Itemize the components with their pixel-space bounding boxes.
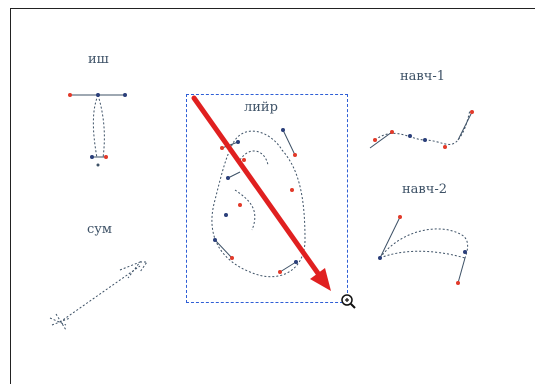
shape-ish[interactable] [68,93,127,167]
navch-1-handle [457,111,473,141]
liir-anchor[interactable] [213,238,217,242]
liir-anchor[interactable] [293,153,297,157]
liir-outline [211,130,306,278]
liir-anchor[interactable] [242,158,246,162]
liir-inner-curve [239,150,269,166]
liir-handle [227,171,241,179]
liir-anchor[interactable] [238,203,242,207]
navch-2-handle [379,216,401,259]
label-sum: сум [87,222,113,237]
shape-navch-2[interactable] [378,215,469,285]
sum-shaft [59,265,141,323]
sum-arrowhead-2 [119,260,142,279]
liir-anchor[interactable] [226,176,230,180]
navch-1-anchor[interactable] [390,130,394,134]
navch-2-anchor[interactable] [398,215,402,219]
red-arrow-annotation [191,95,331,291]
red-arrow-head [310,268,331,291]
ish-anchor[interactable] [96,163,100,167]
navch-2-handle [457,257,466,284]
liir-anchor[interactable] [281,128,285,132]
liir-handle [279,261,297,273]
navch-1-anchor[interactable] [443,145,447,149]
ish-anchor[interactable] [90,155,94,159]
liir-anchor[interactable] [224,213,228,217]
ish-anchor[interactable] [104,155,108,159]
label-navch-1: навч-1 [400,69,445,84]
ish-anchor[interactable] [68,93,72,97]
ish-anchor[interactable] [96,93,100,97]
navch-1-anchor[interactable] [470,110,474,114]
ish-anchor[interactable] [123,93,127,97]
liir-anchor[interactable] [290,188,294,192]
label-navch-2: навч-2 [402,182,447,197]
liir-handle [214,239,233,259]
navch-2-curve-2 [379,250,466,259]
navch-1-anchor[interactable] [373,138,377,142]
ish-curve [92,94,99,159]
red-arrow-shaft [191,95,325,282]
selection-rectangle[interactable] [186,94,348,303]
navch-2-anchor[interactable] [456,281,460,285]
liir-inner-curve-2 [234,189,256,231]
ish-curve-2 [97,94,105,159]
sum-arrowhead [139,261,148,273]
shape-navch-1[interactable] [369,109,474,149]
label-liir: лийр [244,100,278,115]
liir-anchor[interactable] [294,260,298,264]
navch-1-curve [374,109,471,145]
liir-handle [282,129,296,156]
liir-anchor[interactable] [220,146,224,150]
liir-anchor[interactable] [278,270,282,274]
shape-liir[interactable] [211,128,306,278]
navch-1-anchor[interactable] [423,138,427,142]
sum-fletching [49,313,71,331]
label-ish: иш [88,52,109,67]
navch-1-handle [369,131,393,149]
navch-1-anchor[interactable] [408,134,412,138]
navch-2-anchor[interactable] [463,250,467,254]
liir-anchor[interactable] [236,140,240,144]
navch-2-anchor[interactable] [378,256,382,260]
drawing-canvas[interactable] [10,8,535,384]
navch-2-curve [379,228,469,259]
shape-sum[interactable] [49,260,148,331]
zoom-in-cursor-icon [341,294,356,309]
liir-anchor[interactable] [230,256,234,260]
